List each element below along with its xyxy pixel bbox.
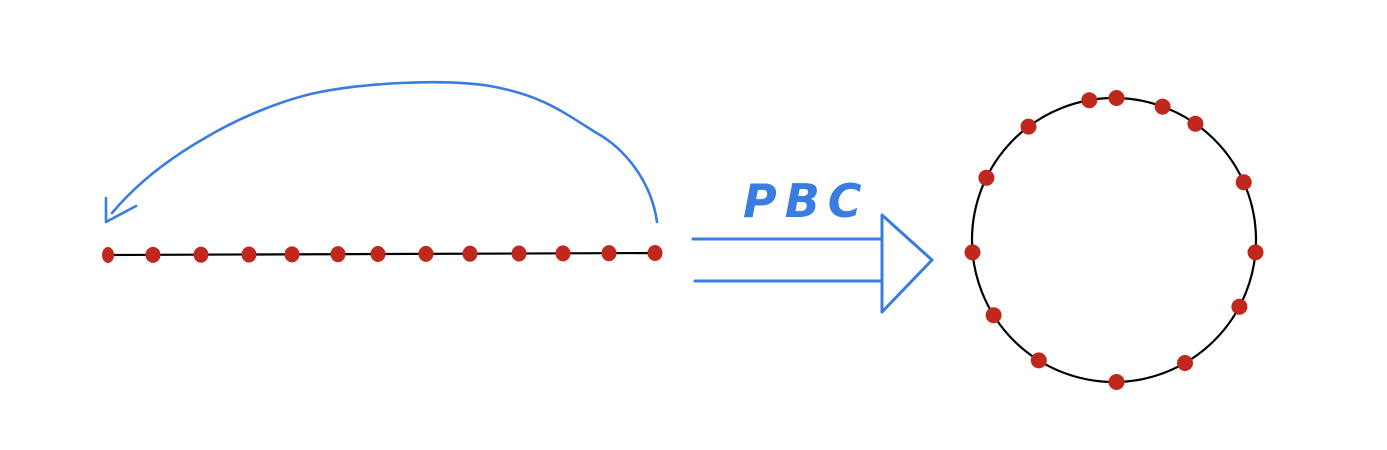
chain-sites bbox=[102, 245, 663, 263]
ring-site bbox=[1247, 244, 1264, 261]
chain-site bbox=[370, 246, 386, 263]
chain-site bbox=[284, 246, 300, 263]
pbc-label: PBC bbox=[743, 174, 870, 228]
chain-site bbox=[193, 246, 209, 263]
ring-site bbox=[1020, 118, 1037, 135]
implies-arrow-head bbox=[880, 213, 934, 314]
ring-site bbox=[978, 169, 995, 186]
ring-site bbox=[1231, 298, 1248, 315]
chain-site bbox=[241, 246, 257, 263]
chain-site bbox=[462, 245, 478, 262]
chain-site bbox=[418, 245, 434, 262]
wrap-arrow-curve bbox=[110, 80, 659, 224]
chain-site bbox=[555, 245, 571, 262]
chain-site bbox=[511, 245, 527, 262]
ring-site bbox=[1108, 374, 1125, 390]
implies-arrow bbox=[691, 213, 934, 314]
ring-sites bbox=[964, 90, 1264, 390]
open-chain bbox=[102, 245, 663, 263]
chain-site bbox=[145, 246, 161, 263]
ring-site bbox=[1154, 98, 1171, 115]
ring-site bbox=[1108, 90, 1125, 106]
ring-site bbox=[1030, 352, 1047, 369]
periodic-ring bbox=[964, 90, 1264, 390]
ring-site bbox=[1081, 92, 1098, 109]
wrap-arrow bbox=[104, 80, 659, 224]
ring-site bbox=[1235, 174, 1252, 191]
chain-site bbox=[647, 245, 663, 262]
ring-site bbox=[985, 307, 1002, 324]
ring-site bbox=[964, 244, 981, 261]
ring-site bbox=[1177, 355, 1193, 371]
chain-site bbox=[330, 246, 346, 263]
ring-circle bbox=[970, 96, 1258, 384]
wrap-arrow-head bbox=[104, 196, 138, 224]
chain-site bbox=[102, 246, 114, 263]
ring-site bbox=[1187, 115, 1204, 132]
chain-site bbox=[601, 245, 617, 262]
